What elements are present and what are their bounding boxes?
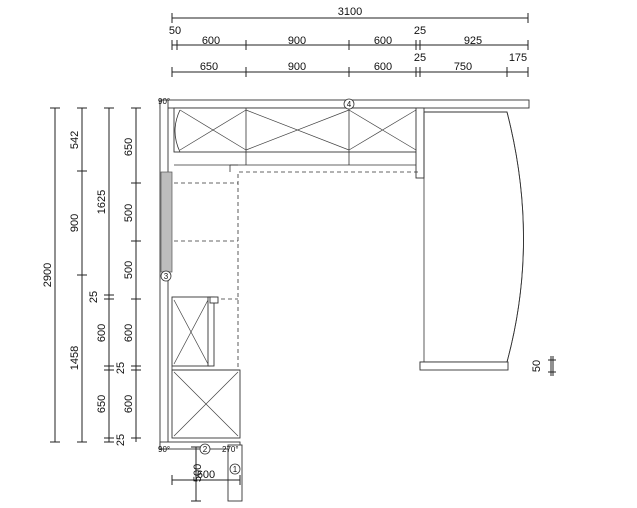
dim-row1-gap: 25 — [414, 25, 426, 37]
dim-row1-seg1: 600 — [202, 35, 220, 47]
dim-col3-seg4: 25 — [115, 362, 127, 374]
bottom-dimensions: 600 500 — [171, 446, 241, 502]
left-lower-cabinets — [171, 296, 241, 439]
dim-row1-seg4: 925 — [464, 35, 482, 47]
dim-left-offset: 50 — [169, 25, 181, 37]
svg-text:2: 2 — [203, 445, 208, 454]
dim-bottom-depth: 500 — [192, 464, 204, 482]
dim-col3-seg6: 25 — [115, 434, 127, 446]
dim-row2-seg5: 175 — [509, 52, 527, 64]
dim-total-width: 3100 — [338, 6, 362, 18]
svg-text:1: 1 — [233, 465, 238, 474]
angle-bottom-corner: 270° — [222, 445, 239, 454]
dim-row2-seg1: 650 — [200, 61, 218, 73]
angle-top-left: 90° — [158, 97, 170, 106]
left-col3-dimensions: 1625 25 600 25 650 25 — [88, 107, 127, 446]
dim-col2-seg1: 542 — [69, 131, 81, 149]
left-wall-window — [160, 171, 173, 273]
dim-row2-gap: 25 — [414, 52, 426, 64]
marker-2: 2 — [199, 443, 211, 455]
dim-col3-seg3: 600 — [96, 324, 108, 342]
top-row1-dimensions: 600 900 600 925 — [171, 35, 529, 50]
dim-total-height: 2900 — [42, 263, 54, 287]
marker-3: 3 — [160, 270, 172, 282]
dim-col4-seg5: 600 — [123, 395, 135, 413]
angle-bottom-left: 90° — [158, 445, 170, 454]
right-curved-counter — [419, 111, 524, 371]
dim-col4-seg4: 600 — [123, 324, 135, 342]
top-cabinet-row — [173, 107, 425, 179]
dim-row2-seg3: 600 — [374, 61, 392, 73]
dim-col2-seg2: 900 — [69, 214, 81, 232]
dim-bar-depth: 50 — [531, 360, 543, 372]
dim-col3-seg1: 1625 — [96, 190, 108, 214]
dim-col3-seg5: 650 — [96, 395, 108, 413]
dim-row1-seg3: 600 — [374, 35, 392, 47]
marker-4: 4 — [343, 98, 355, 110]
right-bar-depth-dimension: 50 — [531, 356, 556, 376]
top-row2-dimensions: 650 900 600 750 175 — [171, 52, 529, 77]
top-total-dimension: 3100 — [171, 6, 529, 23]
left-col2-dimensions: 542 900 1458 — [69, 107, 87, 443]
dim-col4-seg2: 500 — [123, 204, 135, 222]
dim-row1-seg2: 900 — [288, 35, 306, 47]
svg-text:4: 4 — [347, 100, 352, 109]
svg-text:3: 3 — [164, 272, 169, 281]
dim-col3-seg2: 25 — [88, 291, 100, 303]
left-total-dimension: 2900 — [42, 107, 60, 443]
dim-row2-seg2: 900 — [288, 61, 306, 73]
dim-col2-seg3: 1458 — [69, 346, 81, 370]
dim-col4-seg1: 650 — [123, 138, 135, 156]
marker-1: 1 — [229, 463, 241, 475]
dim-bottom-width: 600 — [197, 469, 215, 481]
left-col4-dimensions: 650 500 500 600 600 — [123, 107, 141, 442]
dim-row2-seg4: 750 — [454, 61, 472, 73]
dim-col4-seg3: 500 — [123, 261, 135, 279]
